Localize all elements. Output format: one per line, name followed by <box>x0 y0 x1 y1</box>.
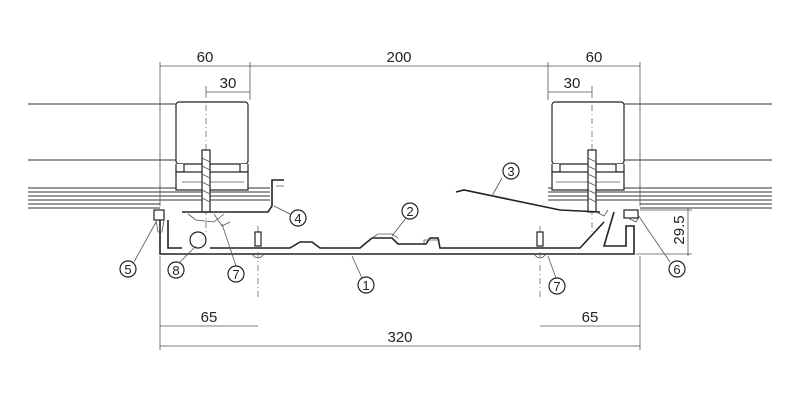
callout-1: 1 <box>357 276 375 294</box>
callout-7-left: 7 <box>227 265 245 283</box>
dim-top-center: 200 <box>386 49 411 66</box>
right-end-clip <box>623 209 641 223</box>
dim-left-offset: 30 <box>220 75 237 92</box>
dim-top-right: 60 <box>586 49 603 66</box>
left-end-clip <box>153 209 165 233</box>
callout-7-left-label: 7 <box>232 267 239 282</box>
callout-3: 3 <box>502 162 520 180</box>
right-slope-flashing <box>455 189 601 213</box>
left-joist <box>175 101 249 191</box>
callout-4-label: 4 <box>294 211 301 226</box>
callout-6: 6 <box>668 260 686 278</box>
right-rivet <box>533 226 547 300</box>
dim-bottom-left: 65 <box>201 309 218 326</box>
right-screw <box>587 149 597 213</box>
left-screw <box>201 149 211 213</box>
left-rivet <box>251 226 265 300</box>
extension-lines <box>159 62 692 350</box>
callout-6-label: 6 <box>673 262 680 277</box>
callout-3-label: 3 <box>507 164 514 179</box>
callout-7-right: 7 <box>548 277 566 295</box>
callout-1-label: 1 <box>362 278 369 293</box>
dim-overall: 320 <box>387 329 412 346</box>
left-hanger-bracket <box>182 179 284 249</box>
callout-8: 8 <box>167 261 185 279</box>
callout-2: 2 <box>401 202 419 220</box>
callout-8-label: 8 <box>172 263 179 278</box>
dim-bottom-right: 65 <box>582 309 599 326</box>
dim-side-height: 29.5 <box>671 215 688 244</box>
callout-leaders <box>133 177 671 279</box>
dim-right-offset: 30 <box>564 75 581 92</box>
callout-2-label: 2 <box>406 204 413 219</box>
callout-5: 5 <box>119 260 137 278</box>
dim-top-left: 60 <box>197 49 214 66</box>
callout-7-right-label: 7 <box>553 279 560 294</box>
callout-5-label: 5 <box>124 262 131 277</box>
right-clip <box>595 209 609 217</box>
main-channel-profile <box>159 211 635 255</box>
callout-4: 4 <box>289 209 307 227</box>
left-ceiling-boards <box>28 103 270 209</box>
